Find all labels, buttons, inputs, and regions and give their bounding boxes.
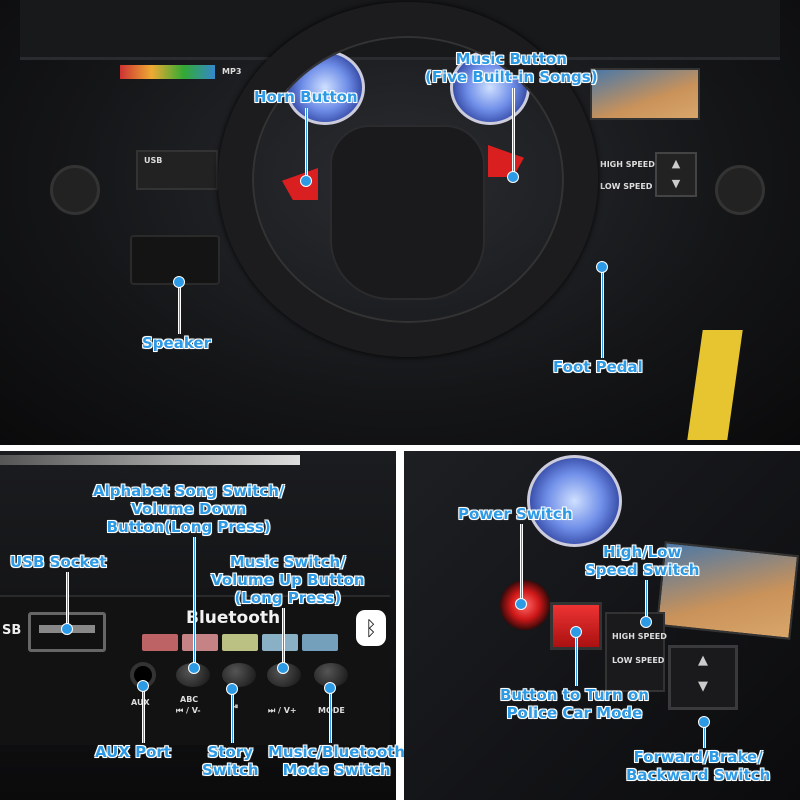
- label-line: Music/Bluetooth: [268, 743, 406, 761]
- direction-switch[interactable]: ▲▼: [655, 152, 697, 197]
- sb-text: SB: [2, 623, 22, 638]
- label-music-switch: Music Switch/Volume Up Button(Long Press…: [211, 553, 365, 607]
- bluetooth-icon: ᛒ: [356, 610, 386, 646]
- label-line: Forward/Brake/: [633, 748, 763, 766]
- high-speed-text: HIGH SPEED: [612, 632, 667, 641]
- label-line: Button to Turn on: [500, 686, 649, 704]
- pointer-dot: [137, 680, 149, 692]
- pointer-dot: [277, 662, 289, 674]
- label-aux-port: AUX Port: [95, 743, 171, 761]
- led-blue: [302, 634, 338, 651]
- pointer-line: [231, 690, 234, 743]
- eq-display: [120, 65, 215, 79]
- pointer-line: [703, 726, 706, 748]
- pointer-dot: [515, 598, 527, 610]
- label-line: (Long Press): [234, 589, 342, 607]
- pointer-line: [142, 688, 145, 743]
- high-speed-text: HIGH SPEED: [600, 160, 655, 169]
- label-forward-brake-backward: Forward/Brake/Backward Switch: [626, 748, 770, 784]
- label-line: Backward Switch: [626, 766, 771, 784]
- label-line: Mode Switch: [282, 761, 391, 779]
- label-line: Button(Long Press): [106, 518, 271, 536]
- vent-knob-right: [715, 165, 765, 215]
- label-speaker: Speaker: [142, 334, 211, 352]
- label-line: Volume Up Button: [211, 571, 365, 589]
- pointer-dot: [507, 171, 519, 183]
- pointer-dot: [173, 276, 185, 288]
- pointer-dot: [300, 175, 312, 187]
- speed-switch[interactable]: [605, 612, 665, 692]
- pointer-line: [575, 632, 578, 686]
- label-line: High/Low: [603, 543, 682, 561]
- label-line: Switch: [202, 761, 259, 779]
- pointer-line: [512, 88, 515, 176]
- steering-hub: [330, 125, 485, 300]
- led-light-blue: [262, 634, 298, 651]
- low-speed-text: LOW SPEED: [612, 656, 665, 665]
- led-yellow: [222, 634, 258, 651]
- label-line: (Five Built-in Songs): [425, 68, 598, 86]
- led-pink: [182, 634, 218, 651]
- pointer-line: [305, 108, 308, 180]
- vol-up-text: ⏭ / V+: [268, 706, 297, 715]
- usb-text: USB: [144, 156, 163, 165]
- yellow-sticker: [687, 330, 743, 440]
- label-power-switch: Power Switch: [458, 505, 573, 523]
- label-line: Police Car Mode: [506, 704, 643, 722]
- label-line: Music Button: [455, 50, 567, 68]
- pointer-dot: [640, 616, 652, 628]
- pointer-line: [193, 537, 196, 667]
- pointer-dot: [596, 261, 608, 273]
- label-foot-pedal: Foot Pedal: [553, 358, 643, 376]
- direction-switch[interactable]: ▲▼: [668, 645, 738, 710]
- pointer-dot: [188, 662, 200, 674]
- abc-text: ABC: [180, 695, 199, 704]
- pointer-line: [645, 580, 648, 620]
- bluetooth-text: Bluetooth: [186, 608, 281, 628]
- pointer-dot: [61, 623, 73, 635]
- mp3-text: MP3: [222, 67, 242, 76]
- label-music-button: Music Button(Five Built-in Songs): [425, 50, 598, 86]
- usb-panel: [136, 150, 218, 190]
- label-line: Story: [207, 743, 253, 761]
- label-line: Volume Down: [131, 500, 247, 518]
- label-line: Alphabet Song Switch/: [93, 482, 285, 500]
- pointer-dot: [570, 626, 582, 638]
- label-horn-button: Horn Button: [254, 88, 358, 106]
- aux-text: AUX: [131, 698, 150, 707]
- pointer-dot: [226, 683, 238, 695]
- speed-gauge: [527, 455, 622, 547]
- pointer-line: [520, 524, 523, 604]
- pointer-line: [178, 282, 181, 334]
- story-text: ⏯: [232, 702, 239, 711]
- story-button[interactable]: [222, 663, 256, 687]
- navigation-display: [590, 68, 700, 120]
- vol-down-text: ⏮ / V-: [176, 706, 201, 715]
- led-red: [142, 634, 178, 651]
- pointer-line: [601, 268, 604, 358]
- label-usb-socket: USB Socket: [10, 553, 107, 571]
- display-strip: [0, 455, 300, 465]
- vent-knob-left: [50, 165, 100, 215]
- pointer-line: [282, 608, 285, 668]
- label-line: Music Switch/: [229, 553, 346, 571]
- pointer-dot: [324, 682, 336, 694]
- low-speed-text: LOW SPEED: [600, 182, 653, 191]
- steering-wheel-photo: MP3 USB HIGH SPEED LOW SPEED ▲▼ Horn But…: [0, 0, 800, 445]
- pointer-dot: [698, 716, 710, 728]
- pointer-line: [329, 690, 332, 743]
- pointer-line: [66, 572, 69, 627]
- label-line: Speed Switch: [585, 561, 700, 579]
